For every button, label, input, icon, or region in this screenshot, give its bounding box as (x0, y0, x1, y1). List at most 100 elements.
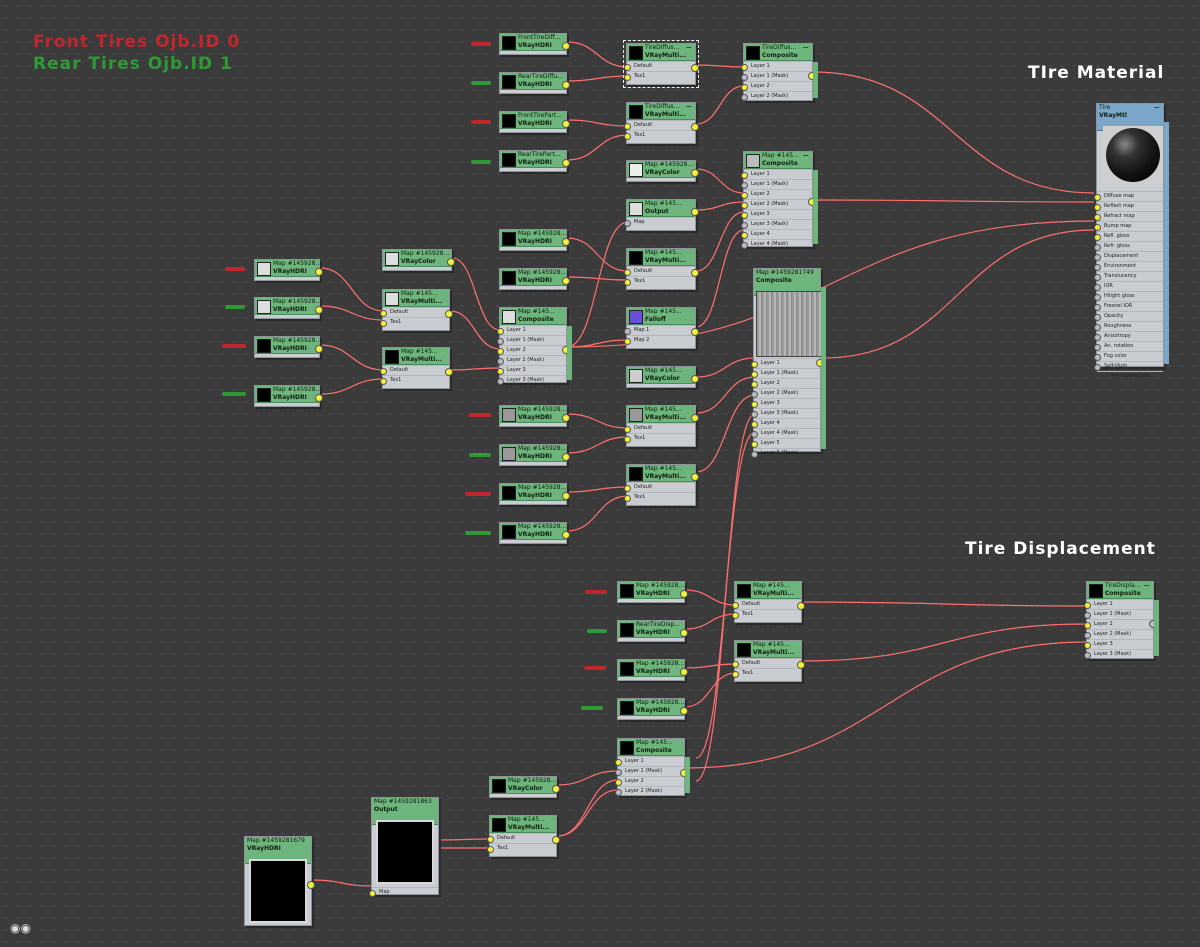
slot-default[interactable]: Default (624, 61, 695, 71)
output-socket[interactable] (315, 306, 323, 314)
node-rear-tire-disp-hdri[interactable]: RearTireDisp...VRayHDRI (617, 620, 688, 642)
slot-default[interactable]: Default (732, 599, 801, 609)
output-socket[interactable] (562, 492, 570, 500)
node-tire-diffuse-composite[interactable]: TireDiffus...Composite− Layer 1 Layer 1 … (741, 43, 818, 101)
output-socket[interactable] (552, 785, 560, 793)
output-socket[interactable] (562, 81, 570, 89)
slot-layer-1-mask[interactable]: Layer 1 (Mask) (1084, 609, 1153, 619)
node-rear-tire-part-hdri[interactable]: RearTirePart...VRayHDRI (499, 150, 570, 172)
slot-layer-2[interactable]: Layer 2 (751, 378, 820, 388)
output-socket[interactable] (315, 394, 323, 402)
slot-map[interactable]: Map (624, 217, 695, 227)
slot-layer-3[interactable]: Layer 3 (497, 365, 566, 375)
slot-default[interactable]: Default (624, 266, 695, 276)
slot-an-rotation[interactable]: An. rotation (1094, 341, 1163, 351)
slot-layer-3[interactable]: Layer 3 (741, 209, 812, 219)
node-multi-m[interactable]: Map #145...VRayMulti... Default Tex1 (624, 248, 699, 290)
slot-layer-1[interactable]: Layer 1 (497, 325, 566, 335)
slot-default[interactable]: Default (487, 833, 556, 843)
node-front-tire-diffuse-hdri[interactable]: FrontTireDiff...VRayHDRI (499, 33, 570, 55)
slot-tex1[interactable]: Tex1 (624, 433, 695, 443)
node-tire-diffuse-multi-2[interactable]: TireDiffus...VRayMulti...− Default Tex1 (624, 102, 699, 144)
node-vraycolor-a[interactable]: Map #145928...VRayColor (626, 160, 699, 182)
slot-layer-2-mask[interactable]: Layer 2 (Mask) (1084, 629, 1153, 639)
node-multi-c2[interactable]: Map #145...VRayMulti... Default Tex1 (624, 464, 699, 506)
slot-layer-1[interactable]: Layer 1 (1084, 599, 1153, 609)
slot-tex1[interactable]: Tex1 (732, 609, 801, 619)
node-hdri-c2[interactable]: Map #145928...VRayHDRI (499, 444, 570, 466)
node-hdri-l1[interactable]: Map #145928...VRayHDRI (254, 259, 323, 281)
output-socket[interactable] (562, 238, 570, 246)
slot-layer-1-mask[interactable]: Layer 1 (Mask) (497, 335, 566, 345)
node-composite-left[interactable]: Map #145...Composite Layer 1 Layer 1 (Ma… (497, 307, 572, 385)
node-vraycolor-b[interactable]: Map #145...VRayColor (626, 366, 699, 388)
slot-opacity[interactable]: Opacity (1094, 311, 1163, 321)
slot-layer-2[interactable]: Layer 2 (741, 189, 812, 199)
slot-displacement[interactable]: Displacement (1094, 251, 1163, 261)
slot-roughness[interactable]: Roughness (1094, 321, 1163, 331)
output-socket[interactable] (315, 345, 323, 353)
slot-default[interactable]: Default (732, 658, 801, 668)
output-socket[interactable] (680, 668, 688, 676)
output-socket[interactable] (562, 120, 570, 128)
node-tire-displacement-composite[interactable]: TireDispla...Composite− Layer 1 Layer 1 … (1084, 581, 1159, 659)
slot-environment[interactable]: Environment (1094, 261, 1163, 271)
node-hdri-l4[interactable]: Map #145928...VRayHDRI (254, 385, 323, 407)
output-socket[interactable] (797, 661, 805, 669)
slot-layer-1[interactable]: Layer 1 (751, 358, 820, 368)
slot-layer-4[interactable]: Layer 4 (751, 418, 820, 428)
slot-bump-map[interactable]: Bump map (1094, 221, 1163, 231)
node-hdri-c1[interactable]: Map #145928...VRayHDRI (499, 405, 570, 427)
output-socket[interactable] (797, 602, 805, 610)
slot-layer-3-mask[interactable]: Layer 3 (Mask) (741, 219, 812, 229)
output-socket[interactable] (691, 269, 699, 277)
slot-tex1[interactable]: Tex1 (624, 492, 695, 502)
slot-layer-3-mask[interactable]: Layer 3 (Mask) (1084, 649, 1153, 659)
node-rear-tire-diffuse-hdri[interactable]: RearTireDiffu...VRayHDRI (499, 72, 570, 94)
output-socket[interactable] (680, 629, 688, 637)
node-front-tire-part-hdri[interactable]: FrontTirePart...VRayHDRI (499, 111, 570, 133)
slot-tex1[interactable]: Tex1 (732, 668, 801, 678)
node-disp-hdri-4[interactable]: Map #145928...VRayHDRI (617, 698, 688, 720)
output-socket[interactable] (691, 328, 699, 336)
slot-layer-2[interactable]: Layer 2 (741, 81, 812, 91)
output-socket[interactable] (691, 375, 699, 383)
node-disp-multi-1[interactable]: Map #145...VRayMulti... Default Tex1 (732, 581, 805, 623)
node-multi-left-1[interactable]: Map #145...VRayMulti... Default Tex1 (380, 289, 453, 331)
slot-layer-3[interactable]: Layer 3 (751, 398, 820, 408)
slot-layer-3-mask[interactable]: Layer 3 (Mask) (497, 375, 566, 385)
output-socket[interactable] (562, 159, 570, 167)
output-socket[interactable] (691, 473, 699, 481)
slot-refl-gloss[interactable]: Refl. gloss (1094, 231, 1163, 241)
output-socket[interactable] (552, 836, 560, 844)
output-socket[interactable] (691, 414, 699, 422)
slot-layer-2-mask[interactable]: Layer 2 (Mask) (615, 786, 684, 796)
slot-layer-1-mask[interactable]: Layer 1 (Mask) (741, 71, 812, 81)
slot-tex1[interactable]: Tex1 (487, 843, 556, 853)
slot-layer-2-mask[interactable]: Layer 2 (Mask) (497, 355, 566, 365)
node-bottom-multi[interactable]: Map #145...VRayMulti... Default Tex1 (487, 815, 560, 857)
slot-refr-gloss[interactable]: Refr. gloss (1094, 241, 1163, 251)
slot-layer-2[interactable]: Layer 2 (1084, 619, 1153, 629)
node-multi-left-2[interactable]: Map #145...VRayMulti... Default Tex1 (380, 347, 453, 389)
node-tire-diffuse-multi-1[interactable]: TireDiffus...VRayMulti...− Default Tex1 (623, 40, 699, 88)
slot-self-illum[interactable]: Self-illum (1094, 361, 1163, 371)
output-socket[interactable] (680, 590, 688, 598)
slot-layer-1-mask[interactable]: Layer 1 (Mask) (741, 179, 812, 189)
slot-layer-4[interactable]: Layer 4 (741, 229, 812, 239)
slot-layer-2-mask[interactable]: Layer 2 (Mask) (751, 388, 820, 398)
output-socket[interactable] (562, 414, 570, 422)
slot-default[interactable]: Default (624, 120, 695, 130)
node-hdri-c3[interactable]: Map #145928...VRayHDRI (499, 483, 570, 505)
node-falloff[interactable]: Map #145...Falloff Map 1 Map 2 (624, 307, 699, 349)
slot-layer-2[interactable]: Layer 2 (497, 345, 566, 355)
slot-fog-color[interactable]: Fog color (1094, 351, 1163, 361)
slot-layer-4-mask[interactable]: Layer 4 (Mask) (741, 239, 812, 249)
slot-default[interactable]: Default (380, 365, 449, 375)
slot-ior[interactable]: IOR (1094, 281, 1163, 291)
output-socket[interactable] (562, 453, 570, 461)
output-socket[interactable] (562, 42, 570, 50)
